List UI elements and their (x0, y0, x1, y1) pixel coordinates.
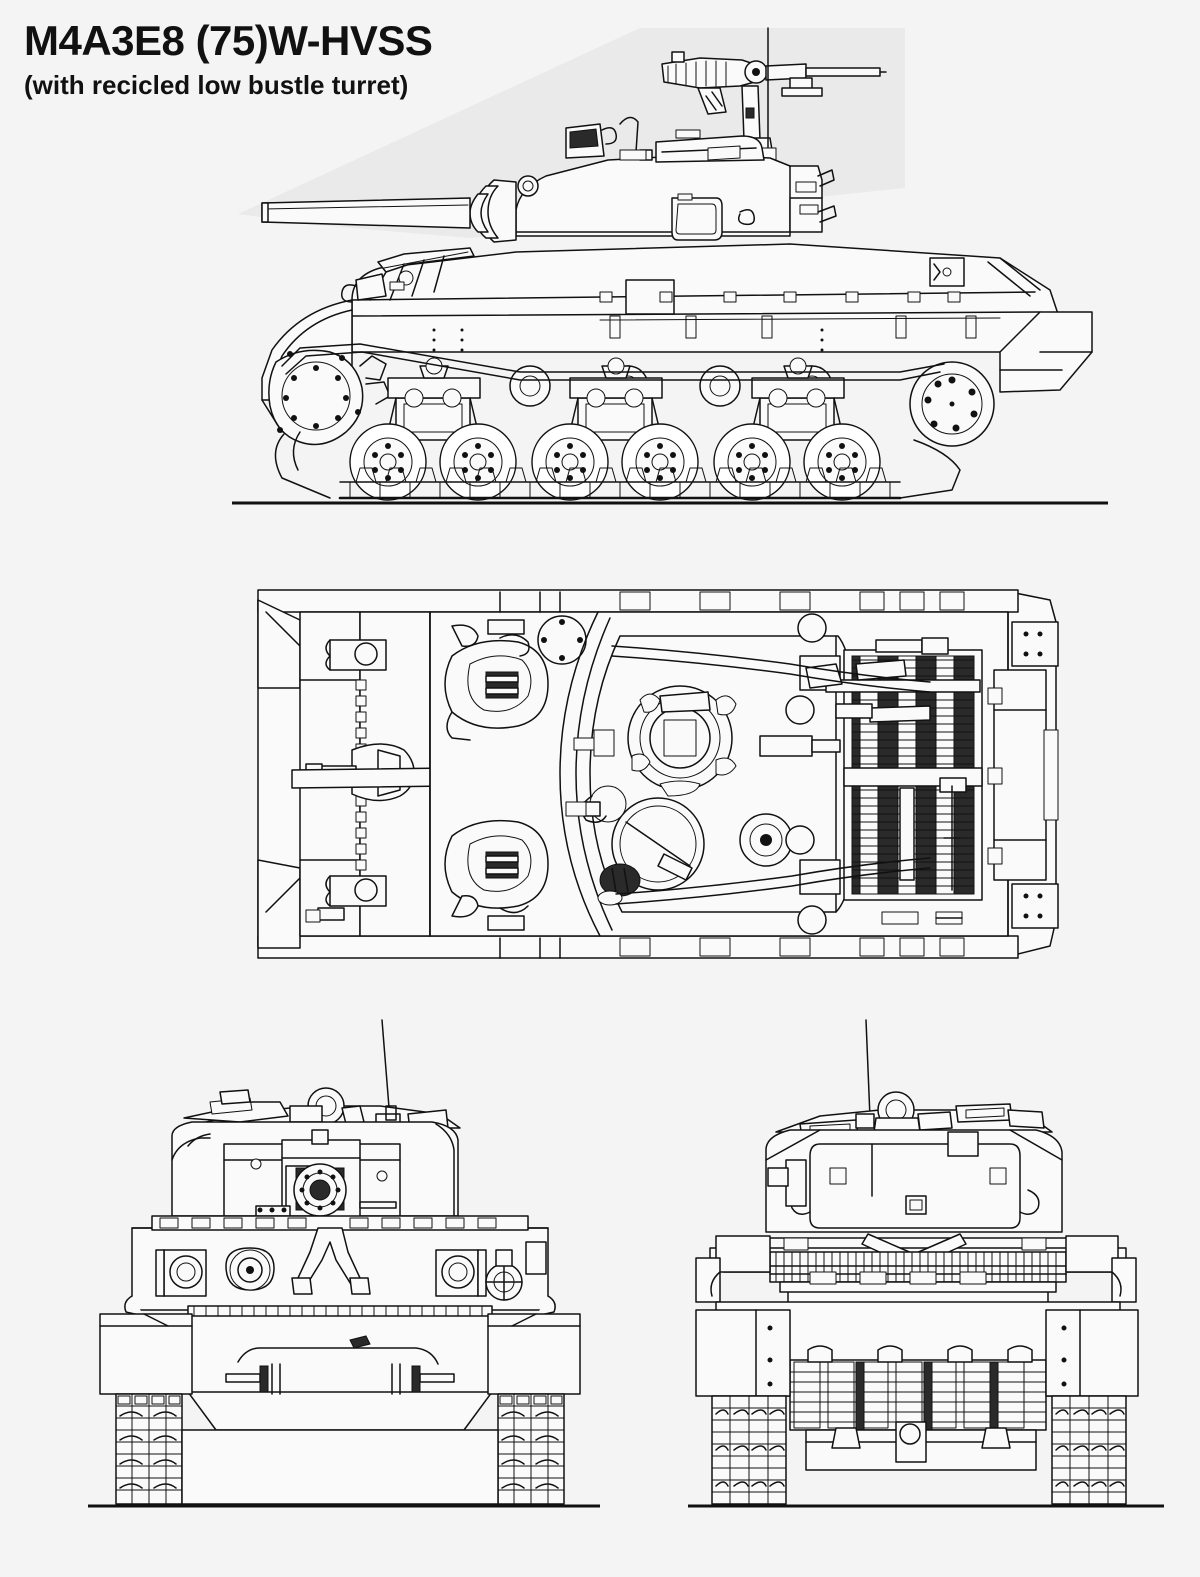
turret-roof-fittings (565, 116, 765, 163)
view-rear (688, 1019, 1164, 1508)
turret-rear-body (765, 1129, 1063, 1233)
front-deck-fittings (340, 247, 475, 303)
radio-antenna-front (381, 1019, 391, 1121)
view-front (88, 1019, 600, 1508)
radio-antenna-rear (865, 1019, 871, 1119)
page-subtitle: (with recicled low bustle turret) (24, 70, 409, 100)
track-guards-front (99, 1313, 581, 1395)
tow-cable-plan (611, 645, 931, 905)
hull-side-stowage (432, 257, 1001, 352)
rear-stowage-boxes (695, 1309, 1139, 1397)
track (261, 343, 961, 500)
hull-rear-upper (695, 1233, 1137, 1303)
transmission-cover-front (187, 1305, 493, 1431)
turret-plan (559, 611, 859, 937)
headlight-guard-right (435, 1249, 523, 1301)
hull-front-body (124, 1215, 556, 1317)
track-blocks-left-rear (711, 1395, 787, 1505)
bogie-assembly (713, 357, 881, 501)
headlight-guard-left (155, 1249, 207, 1297)
rear-deck-stowage (797, 613, 1059, 935)
title-block: M4A3E8 (75)W-HVSS (with recicled low bus… (24, 17, 433, 101)
turret-side (515, 154, 837, 241)
page-title: M4A3E8 (75)W-HVSS (24, 17, 433, 64)
view-side (232, 27, 1108, 505)
track-blocks-right (497, 1393, 565, 1505)
drive-sprocket (268, 349, 391, 446)
driver-hatches-plan (444, 615, 587, 931)
rear-suspension-detail (789, 1345, 1047, 1431)
hull-side (351, 243, 1061, 353)
track-guard-details (499, 591, 965, 959)
view-top (257, 589, 1059, 959)
track-blocks-left (115, 1393, 183, 1505)
hvss-bogies (349, 357, 881, 501)
hull-rear (999, 311, 1093, 393)
idler-wheel (909, 361, 995, 447)
bogie-assembly (531, 357, 699, 501)
aa-machine-gun (661, 51, 887, 151)
rear-plate-plan (881, 729, 1059, 925)
track-blocks-right-rear (1051, 1395, 1127, 1505)
gun-and-mantlet (261, 179, 517, 243)
bogie-assembly (349, 357, 517, 501)
mantlet-front (223, 1129, 401, 1225)
lower-hull-front (181, 1429, 499, 1505)
turret-roof-rear (775, 1091, 1053, 1139)
towing-pintle (805, 1421, 1037, 1471)
